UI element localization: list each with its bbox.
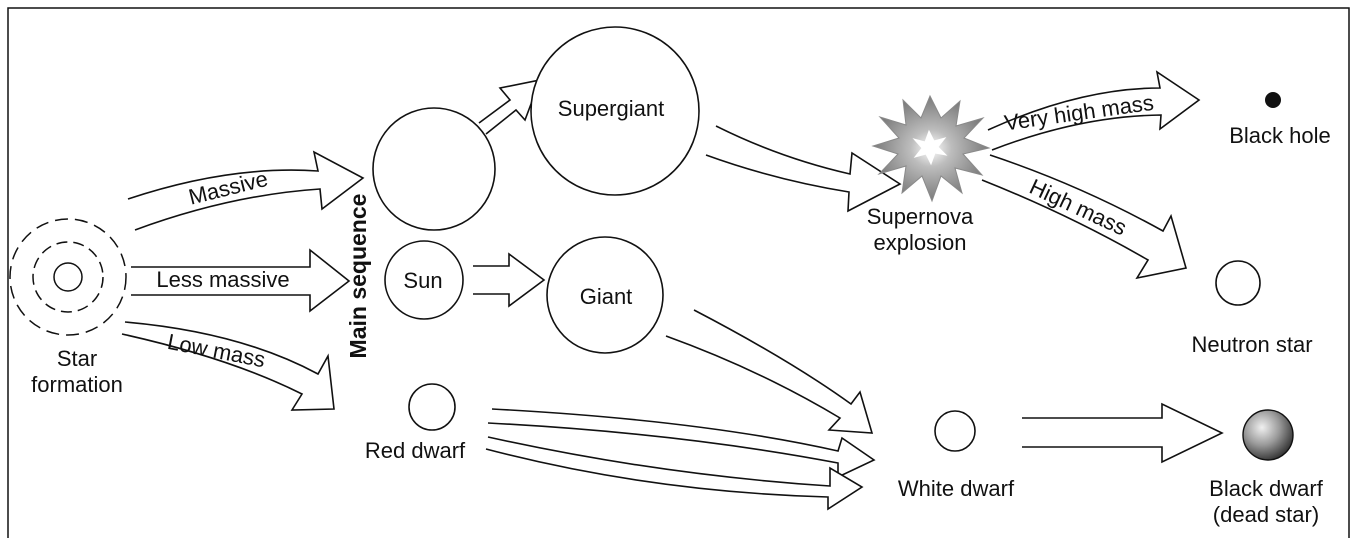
arrow-less-massive <box>131 248 351 313</box>
neutron-star-label: Neutron star <box>1191 332 1312 357</box>
white-dwarf-label: White dwarf <box>898 476 1015 501</box>
star-formation-inner-ring <box>32 241 104 313</box>
supernova-label-line1: Supernova <box>867 204 974 229</box>
sun-circle <box>384 240 464 320</box>
arrow-red-dwarf-to-white-dwarf-lower <box>485 436 864 511</box>
black-hole-node: Black hole <box>1229 92 1331 148</box>
arrow-low-mass <box>121 321 335 411</box>
black-hole-dot <box>1265 92 1281 108</box>
arrow-sun-to-giant <box>473 252 546 308</box>
supergiant-label: Supergiant <box>558 96 664 121</box>
edge-label-low-mass: Low mass <box>165 329 267 372</box>
red-dwarf-label: Red dwarf <box>365 438 466 463</box>
star-formation-label-line2: formation <box>31 372 123 397</box>
supernova-core-icon <box>912 129 948 166</box>
giant-label: Giant <box>580 284 633 309</box>
black-dwarf-label-line1: Black dwarf <box>1209 476 1324 501</box>
black-dwarf-node: Black dwarf (dead star) <box>1209 409 1324 527</box>
red-dwarf-node: Red dwarf <box>365 383 466 463</box>
white-dwarf-node: White dwarf <box>898 410 1015 501</box>
arrow-to-supernova <box>705 125 902 213</box>
star-formation-core <box>53 262 83 292</box>
edge-label-very-high-mass: Very high mass <box>1003 90 1155 136</box>
supernova-node: Supernova explosion <box>867 94 991 255</box>
arrow-massive <box>127 150 365 231</box>
star-formation-node: Star formation <box>9 218 127 397</box>
edge-label-less-massive: Less massive <box>156 267 289 292</box>
black-hole-label: Black hole <box>1229 123 1331 148</box>
arrow-very-high-mass <box>987 70 1201 151</box>
arrow-high-mass <box>981 154 1188 280</box>
star-formation-outer-ring <box>9 218 127 336</box>
arrow-giant-to-white-dwarf <box>665 309 874 434</box>
white-dwarf-circle <box>934 410 976 452</box>
sun-node: Sun <box>384 240 464 320</box>
giant-node: Giant <box>546 236 664 354</box>
supernova-label-line2: explosion <box>874 230 967 255</box>
star-formation-label-line1: Star <box>57 346 97 371</box>
supergiant-node: Supergiant <box>530 26 700 196</box>
frame <box>7 7 1350 538</box>
main-sequence-massive-star <box>372 107 496 231</box>
sun-label: Sun <box>403 268 442 293</box>
neutron-star-node: Neutron star <box>1191 260 1313 357</box>
red-dwarf-circle <box>408 383 456 431</box>
giant-circle <box>546 236 664 354</box>
arrow-red-dwarf-to-white-dwarf-upper <box>487 408 876 479</box>
supergiant-circle <box>530 26 700 196</box>
black-dwarf-sphere-icon <box>1242 409 1294 461</box>
arrow-to-black-dwarf <box>1022 402 1224 464</box>
black-dwarf-label-line2: (dead star) <box>1213 502 1319 527</box>
neutron-star-circle <box>1215 260 1261 306</box>
main-sequence-label: Main sequence <box>345 194 371 359</box>
